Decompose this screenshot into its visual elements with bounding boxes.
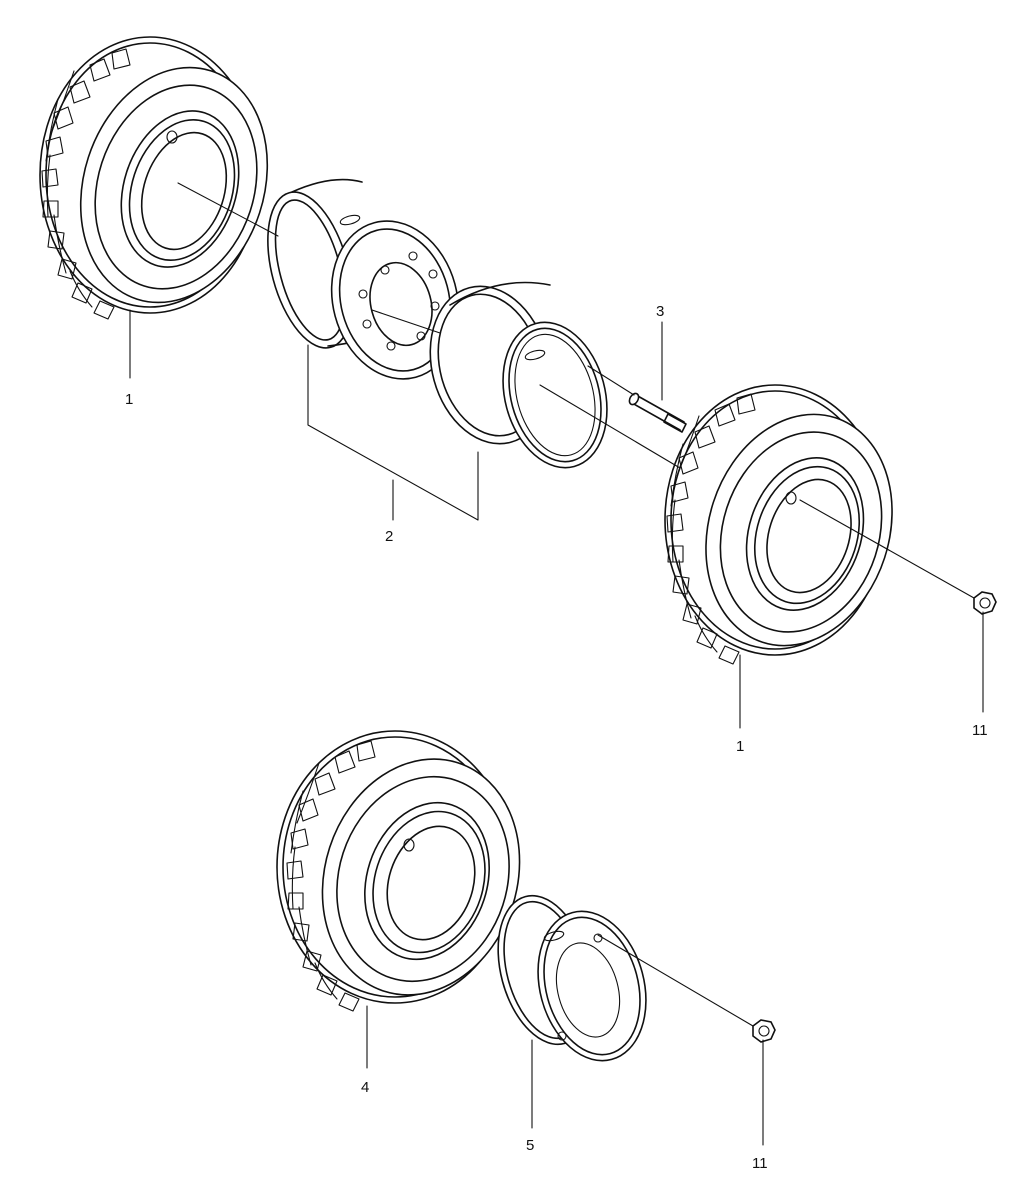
rim-assembly (267, 178, 608, 469)
tire-bottom (276, 730, 521, 1012)
callout-tire-bottom: 4 (361, 1079, 369, 1096)
leader-lines (129, 309, 984, 1146)
callout-tire-top-left: 1 (125, 391, 133, 408)
callouts: 1 2 3 1 11 4 5 11 (125, 303, 988, 1172)
callout-rim-assembly: 2 (385, 528, 393, 545)
callout-nut-bottom: 11 (752, 1155, 768, 1172)
nut-bottom (752, 1019, 776, 1043)
tire-top-left (39, 36, 269, 320)
callout-tire-right: 1 (736, 738, 744, 755)
rim-bolt (628, 392, 687, 433)
callout-rim-bottom: 5 (526, 1137, 534, 1154)
callout-nut-right: 11 (972, 722, 988, 739)
assembly-axis-lines (177, 182, 975, 1027)
callout-rim-bolt: 3 (656, 303, 664, 320)
tire-right (664, 384, 893, 665)
rim-bottom (497, 894, 647, 1062)
nut-right (973, 591, 997, 615)
